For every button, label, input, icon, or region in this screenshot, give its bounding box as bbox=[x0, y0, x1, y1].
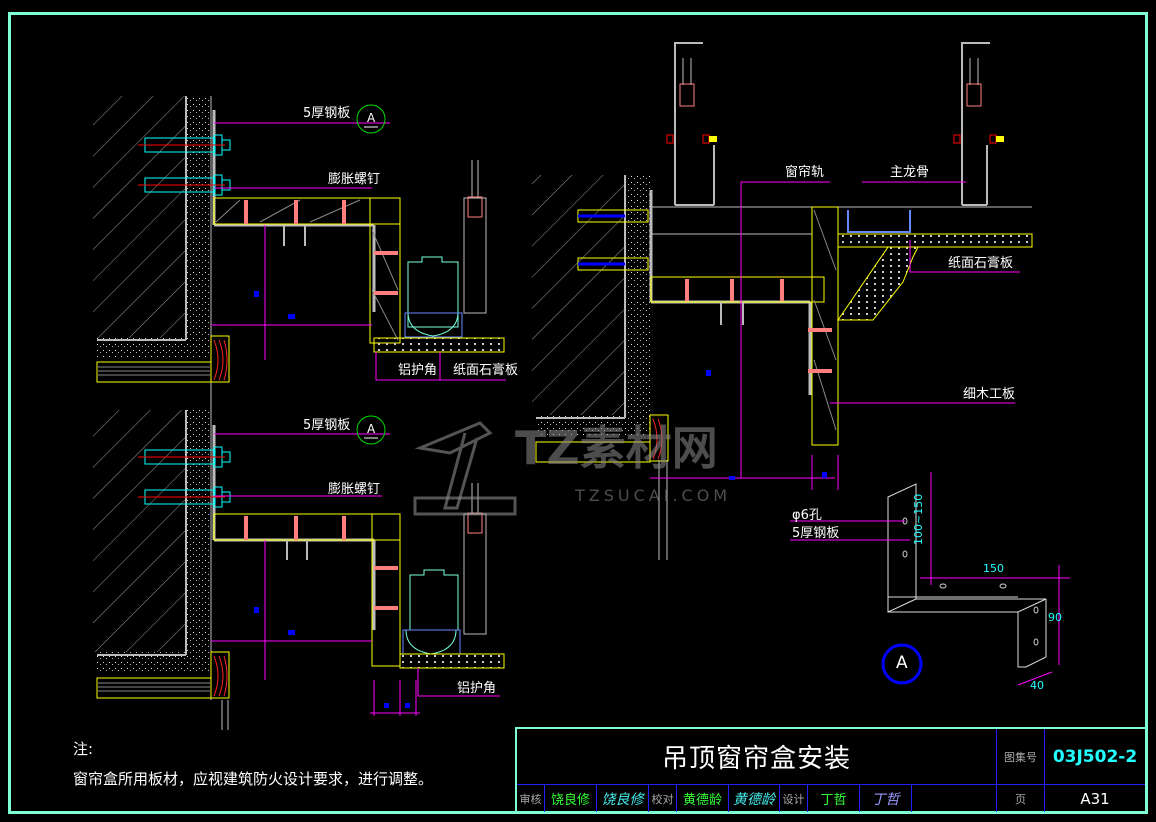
label-gypsum-board-top: 纸面石膏板 bbox=[453, 363, 519, 378]
dim-height-90: 90 bbox=[1048, 611, 1062, 624]
label-aluminum-corner-top: 铝护角 bbox=[398, 363, 438, 378]
drawing-frame bbox=[8, 12, 1148, 814]
dim-width-150: 150 bbox=[983, 562, 1004, 575]
checker-signature: 黄德龄 bbox=[729, 784, 780, 812]
section-right bbox=[532, 42, 1033, 560]
page-number: A31 bbox=[1045, 784, 1145, 812]
label-fine-wood-board: 细木工板 bbox=[963, 387, 1016, 402]
designer-name: 丁哲 bbox=[808, 784, 860, 812]
review-label: 审核 bbox=[517, 784, 545, 812]
label-gypsum-board-right: 纸面石膏板 bbox=[948, 256, 1014, 271]
title-block: 吊顶窗帘盒安装 图集号 03J502-2 审核 饶良修 饶良修 校对 黄德龄 黄… bbox=[515, 727, 1145, 812]
notes-text: 窗帘盒所用板材，应视建筑防火设计要求，进行调整。 bbox=[73, 770, 434, 788]
label-curtain-track: 窗帘轨 bbox=[785, 165, 825, 180]
label-steel-plate-bottom: 5厚钢板 bbox=[303, 418, 351, 433]
hanger-left bbox=[674, 42, 715, 206]
callout-a-large: A bbox=[896, 653, 908, 673]
label-steel-plate-detail: 5厚钢板 bbox=[792, 526, 840, 541]
dim-flange-40: 40 bbox=[1030, 679, 1044, 692]
label-steel-plate-top: 5厚钢板 bbox=[303, 106, 351, 121]
section-top-left bbox=[93, 96, 506, 420]
hanger-right bbox=[961, 42, 990, 206]
callout-a-top: A bbox=[367, 111, 376, 125]
atlas-no: 03J502-2 bbox=[1052, 746, 1138, 767]
notes-heading: 注: bbox=[73, 740, 94, 758]
concrete-wall bbox=[93, 96, 186, 338]
callout-a-bottom: A bbox=[367, 422, 376, 436]
watermark-brand: TZ素材网 bbox=[515, 421, 718, 475]
watermark-url: TZSUCAI.COM bbox=[575, 486, 732, 505]
designer-signature: 丁哲 bbox=[860, 784, 912, 812]
dim-height-100-150: 100~150 bbox=[912, 493, 925, 545]
check-label: 校对 bbox=[649, 784, 677, 812]
atlas-no-label: 图集号 bbox=[997, 729, 1045, 784]
label-aluminum-corner-bottom: 铝护角 bbox=[457, 681, 497, 696]
label-main-keel: 主龙骨 bbox=[890, 165, 930, 180]
section-bottom-left bbox=[93, 410, 505, 730]
reviewer-name: 饶良修 bbox=[545, 784, 597, 812]
bracket-detail-a bbox=[790, 472, 1070, 686]
checker-name: 黄德龄 bbox=[677, 784, 729, 812]
label-expansion-bolt-top: 膨胀螺钉 bbox=[328, 172, 381, 187]
page-label: 页 bbox=[997, 784, 1045, 812]
label-hole-6: φ6孔 bbox=[792, 508, 822, 523]
title-block-title: 吊顶窗帘盒安装 bbox=[517, 729, 997, 784]
design-label: 设计 bbox=[780, 784, 808, 812]
watermark-logo-icon bbox=[413, 421, 517, 516]
title-block-blank bbox=[912, 784, 997, 812]
label-expansion-bolt-bottom: 膨胀螺钉 bbox=[328, 482, 381, 497]
reviewer-signature: 饶良修 bbox=[597, 784, 649, 812]
plaster-layer bbox=[186, 96, 211, 348]
